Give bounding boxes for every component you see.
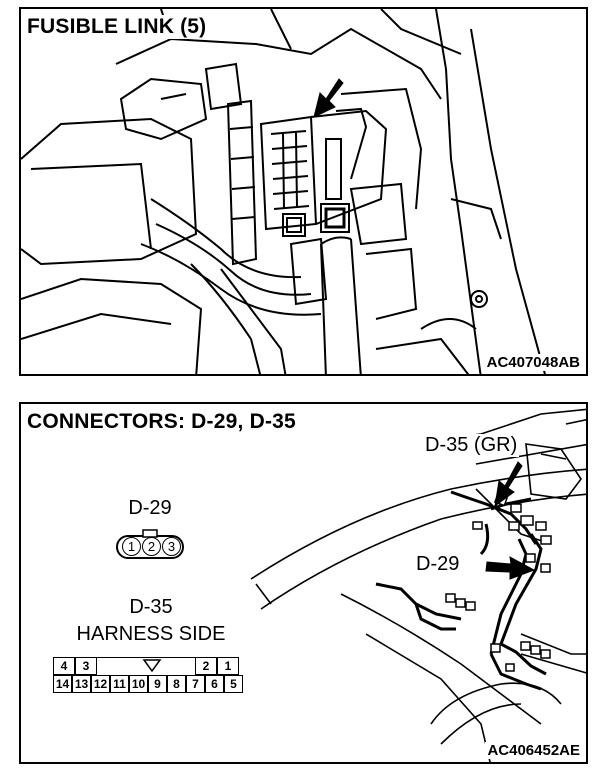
panel-title: CONNECTORS: D-29, D-35 — [24, 410, 299, 434]
d29-pin: 1 — [122, 537, 141, 556]
d35-outline — [97, 657, 195, 675]
d35-pin: 6 — [205, 675, 224, 693]
figure-code: AC406452AE — [485, 742, 582, 759]
d35-pin: 13 — [72, 675, 91, 693]
d29-callout-label: D-29 — [414, 553, 462, 576]
panel-title: FUSIBLE LINK (5) — [24, 15, 210, 39]
d35-label: D-35 — [129, 596, 173, 618]
d35-pin: 1 — [217, 657, 239, 675]
d35-pin: 8 — [167, 675, 186, 693]
d35-pin: 5 — [224, 675, 243, 693]
d29-pin: 3 — [162, 537, 181, 556]
figure-code: AC407048AB — [484, 354, 582, 371]
d35-pin: 11 — [110, 675, 129, 693]
d29-connector-latch — [142, 529, 158, 538]
pointer-arrow — [313, 78, 344, 118]
d35-pin: 3 — [75, 657, 97, 675]
d35-pin: 4 — [53, 657, 75, 675]
fusible-link-panel: FUSIBLE LINK (5) AC407048AB — [19, 7, 588, 376]
d35-pin: 10 — [129, 675, 148, 693]
harness-side-label: HARNESS SIDE — [76, 623, 226, 645]
d35-callout-label: D-35 (GR) — [423, 434, 520, 457]
harness-illustration — [116, 408, 586, 762]
d29-label: D-29 — [128, 497, 172, 519]
d35-pin: 12 — [91, 675, 110, 693]
d35-pin: 9 — [148, 675, 167, 693]
d29-pin: 2 — [142, 537, 161, 556]
d35-pin: 14 — [53, 675, 72, 693]
d35-key-triangle — [142, 659, 162, 673]
pointer-arrow — [494, 461, 523, 508]
pointer-arrow — [485, 556, 536, 580]
connectors-panel: CONNECTORS: D-29, D-35 D-35 (GR) D-29 D-… — [19, 402, 588, 764]
d35-pin: 7 — [186, 675, 205, 693]
d35-pin: 2 — [195, 657, 217, 675]
engine-bay-illustration — [21, 9, 546, 374]
